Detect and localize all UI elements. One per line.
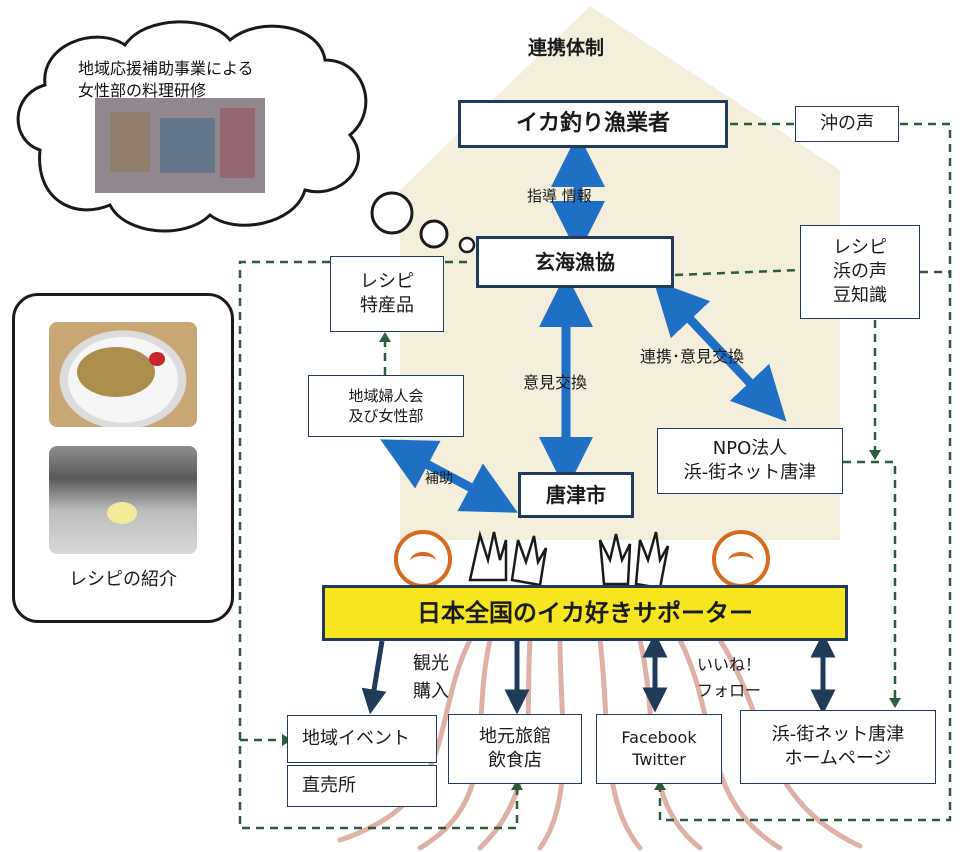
- node-genkai-coop-label: 玄海漁協: [535, 249, 615, 274]
- diagram-title: 連携体制: [528, 37, 605, 59]
- green-arrowhead-social: [654, 780, 666, 790]
- node-local-event: 地域イベント: [287, 715, 437, 763]
- label-like-follow: いいね！ フォロー: [697, 655, 762, 700]
- node-recipe-specialties-label: レシピ 特産品: [360, 270, 414, 316]
- squid-dish-photo: [49, 322, 197, 427]
- node-recipe-voice: レシピ 浜の声 豆知識: [800, 225, 920, 319]
- green-arrowhead-recipe: [379, 332, 391, 342]
- node-recipe-specialties: レシピ 特産品: [330, 256, 444, 332]
- node-homepage-label: 浜-街ネット唐津 ホームページ: [771, 723, 905, 769]
- node-social-media-label: Facebook Twitter: [621, 728, 697, 769]
- node-voice-offshore-label: 沖の声: [820, 112, 874, 134]
- label-opinion-exchange: 意見交換: [523, 373, 588, 392]
- smiling-face-right: [712, 530, 770, 588]
- thought-bubble-large: [370, 191, 414, 235]
- node-voice-offshore: 沖の声: [795, 106, 899, 142]
- node-karatsu-city-label: 唐津市: [546, 482, 606, 507]
- supporters-banner: 日本全国のイカ好きサポーター: [322, 585, 848, 641]
- thought-bubble-medium: [419, 219, 449, 249]
- dashed-loop: [238, 122, 952, 830]
- label-subsidy: 補助: [425, 471, 453, 487]
- node-womens-association-label: 地域婦人会 及び女性部: [348, 386, 424, 425]
- node-squid-fishers: イカ釣り漁業者: [458, 100, 728, 148]
- green-arrowhead-homepage: [889, 698, 901, 708]
- node-npo-label: NPO法人 浜-街ネット唐津: [683, 437, 817, 483]
- smiling-face-left: [394, 530, 452, 588]
- node-local-event-label: 地域イベント: [302, 727, 410, 749]
- label-tourism-purchase: 観光 購入: [413, 653, 449, 702]
- green-arrowhead-npo: [869, 450, 881, 460]
- label-guidance-info: 指導 情報: [527, 187, 592, 205]
- node-inn-restaurant: 地元旅館 飲食店: [448, 714, 582, 784]
- recipe-panel-caption: レシピの紹介: [69, 569, 177, 590]
- node-npo: NPO法人 浜-街ネット唐津: [657, 428, 843, 494]
- node-squid-fishers-label: イカ釣り漁業者: [515, 111, 670, 137]
- squid-drying-photo: [49, 446, 197, 554]
- blue-arrows: [380, 133, 787, 513]
- node-direct-store: 直売所: [287, 765, 437, 807]
- green-arrowhead-inn: [511, 780, 523, 790]
- node-inn-restaurant-label: 地元旅館 飲食店: [479, 725, 551, 771]
- node-genkai-coop: 玄海漁協: [476, 236, 674, 288]
- node-direct-store-label: 直売所: [302, 774, 356, 796]
- label-collab-exchange: 連携･意見交換: [640, 347, 745, 366]
- node-homepage: 浜-街ネット唐津 ホームページ: [740, 710, 936, 784]
- node-social-media: Facebook Twitter: [596, 714, 722, 784]
- node-womens-association: 地域婦人会 及び女性部: [308, 375, 464, 437]
- cloud-caption: 地域応援補助事業による 女性部の料理研修: [78, 59, 254, 101]
- navy-arrows: [361, 632, 836, 715]
- node-recipe-voice-label: レシピ 浜の声 豆知識: [833, 236, 887, 307]
- thought-bubble-small: [458, 236, 476, 254]
- node-karatsu-city: 唐津市: [518, 472, 634, 518]
- waving-hands: [468, 530, 670, 590]
- supporters-banner-label: 日本全国のイカ好きサポーター: [417, 598, 753, 627]
- recipe-panel: レシピの紹介: [12, 293, 234, 623]
